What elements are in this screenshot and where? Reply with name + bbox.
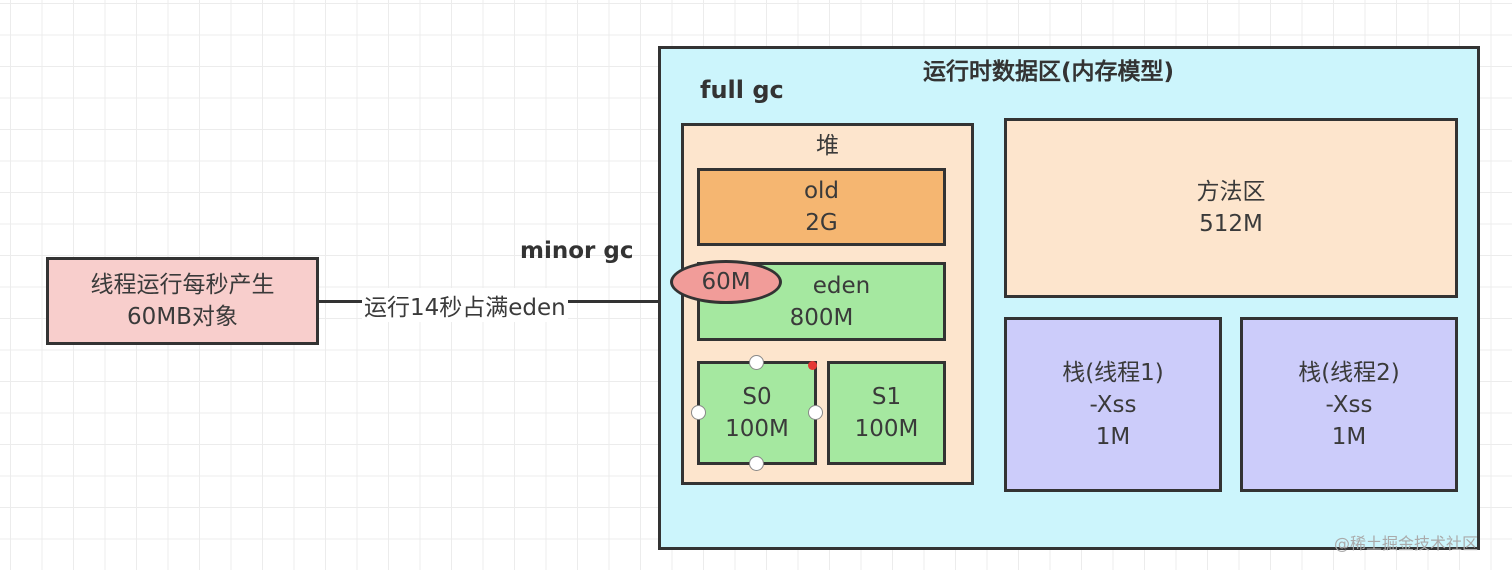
rotate-handle-icon[interactable]: [808, 361, 817, 370]
thread-line2: 60MB对象: [127, 304, 238, 330]
s1-size: 100M: [854, 416, 919, 442]
eden-size: 800M: [789, 304, 854, 331]
old-gen-box[interactable]: old 2G: [697, 168, 946, 246]
heap-title: 堆: [816, 133, 839, 159]
thread-line1: 线程运行每秒产生: [90, 272, 275, 298]
eden-usage-marker[interactable]: 60M: [670, 260, 782, 304]
watermark: @稀土掘金技术社区: [1334, 534, 1479, 553]
s1-box[interactable]: S1 100M: [827, 361, 946, 465]
resize-handle-right[interactable]: [808, 405, 823, 420]
old-size: 2G: [805, 210, 838, 236]
stack1-name: 栈(线程1): [1062, 359, 1164, 386]
stack1-flag: -Xss: [1089, 391, 1137, 418]
stack2-name: 栈(线程2): [1298, 359, 1400, 386]
stack2-flag: -Xss: [1325, 391, 1373, 418]
full-gc-label: full gc: [700, 76, 784, 104]
resize-handle-top[interactable]: [749, 355, 764, 370]
stack2-size: 1M: [1331, 423, 1367, 450]
resize-handle-bottom[interactable]: [749, 456, 764, 471]
resize-handle-left[interactable]: [691, 405, 706, 420]
thread-box[interactable]: 线程运行每秒产生 60MB对象: [46, 257, 319, 345]
method-area-box[interactable]: 方法区 512M: [1004, 118, 1458, 298]
s0-name: S0: [742, 384, 772, 410]
s0-box[interactable]: S0 100M: [697, 361, 817, 465]
runtime-area-title: 运行时数据区(内存模型): [923, 59, 1175, 85]
old-name: old: [803, 178, 840, 204]
stack1-size: 1M: [1095, 423, 1131, 450]
method-area-name: 方法区: [1196, 179, 1266, 205]
arrow-label: 运行14秒占满eden: [362, 288, 568, 322]
method-area-size: 512M: [1199, 211, 1263, 237]
s1-name: S1: [871, 384, 902, 410]
eden-usage-text: 60M: [701, 269, 751, 295]
minor-gc-label: minor gc: [520, 238, 634, 264]
eden-name: eden: [812, 272, 871, 299]
stack-thread2-box[interactable]: 栈(线程2) -Xss 1M: [1240, 317, 1458, 492]
stack-thread1-box[interactable]: 栈(线程1) -Xss 1M: [1004, 317, 1222, 492]
s0-size: 100M: [725, 416, 789, 442]
